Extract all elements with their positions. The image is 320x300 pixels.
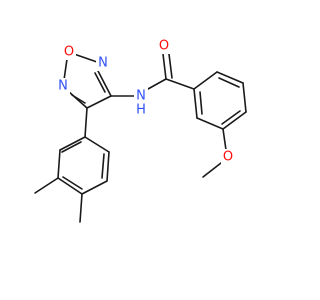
bond-a5-a6 [106, 151, 110, 182]
bond-o-n-left [63, 58, 68, 81]
bond-n-left-c3-inner [71, 94, 86, 104]
bond-n-left-c3 [67, 90, 88, 109]
atom-carbonyl-oxygen: O [157, 38, 171, 54]
atom-amide-nitrogen: N H [134, 88, 148, 118]
bond-a6-a1 [84, 136, 110, 153]
atom-ring-nitrogen-left: N [56, 78, 70, 94]
bond-a3-methyl [34, 177, 59, 194]
bond-b1-b2 [193, 71, 218, 90]
bond-a3-a4 [57, 177, 83, 195]
atom-ring-nitrogen-top: N [96, 55, 110, 71]
bond-b3-b4 [242, 82, 247, 113]
atom-label-layer: O N N N H O O [56, 38, 235, 165]
atom-label-amide-n: N [136, 89, 146, 104]
bond-a3-a4-inner [62, 176, 83, 190]
bond-carbonyl-o [162, 53, 167, 80]
bond-methoxy-o-ch3 [202, 162, 222, 178]
bond-c4-n-top [96, 68, 112, 97]
bond-a5-a6-inner [101, 153, 105, 179]
bond-a4-a5 [81, 180, 108, 195]
bond-a2-a3 [57, 149, 61, 179]
bond-c3-c4 [86, 95, 112, 109]
molecule-structure-diagram: O N N N H O O [34, 38, 247, 223]
bond-b2-b3 [216, 71, 244, 84]
bond-n-top-o [73, 53, 98, 63]
atom-label-ring-o: O [64, 45, 74, 60]
bond-b6-b1 [193, 88, 198, 119]
bond-b6-b1-inner [199, 91, 203, 115]
bond-c4-n-top-inner [94, 72, 106, 93]
bond-b4-b5-inner [221, 110, 241, 125]
atom-methoxy-oxygen: O [221, 149, 235, 165]
bond-carbonyl-ring [165, 78, 195, 90]
bond-c3-a1 [84, 107, 88, 138]
atom-label-carbonyl-o: O [159, 39, 169, 54]
bond-a1-a2 [59, 136, 86, 151]
atom-label-ring-n-left: N [58, 79, 68, 94]
bond-nh-carbonyl [147, 78, 167, 90]
atom-label-ring-n-top: N [98, 56, 108, 71]
bond-layer [34, 53, 247, 223]
atom-label-amide-h: H [136, 103, 146, 118]
bond-b4-b5 [222, 111, 247, 130]
bond-b5-b6 [196, 117, 224, 130]
bond-a1-a2-inner [61, 141, 82, 153]
bond-b2-b3-inner [218, 77, 240, 88]
bond-ring-methoxy-o [222, 128, 227, 151]
atom-ring-oxygen: O [62, 44, 76, 60]
bond-carbonyl-o-double [168, 53, 173, 79]
atom-label-methoxy-o: O [223, 150, 233, 165]
bond-a4-methyl [79, 193, 83, 223]
